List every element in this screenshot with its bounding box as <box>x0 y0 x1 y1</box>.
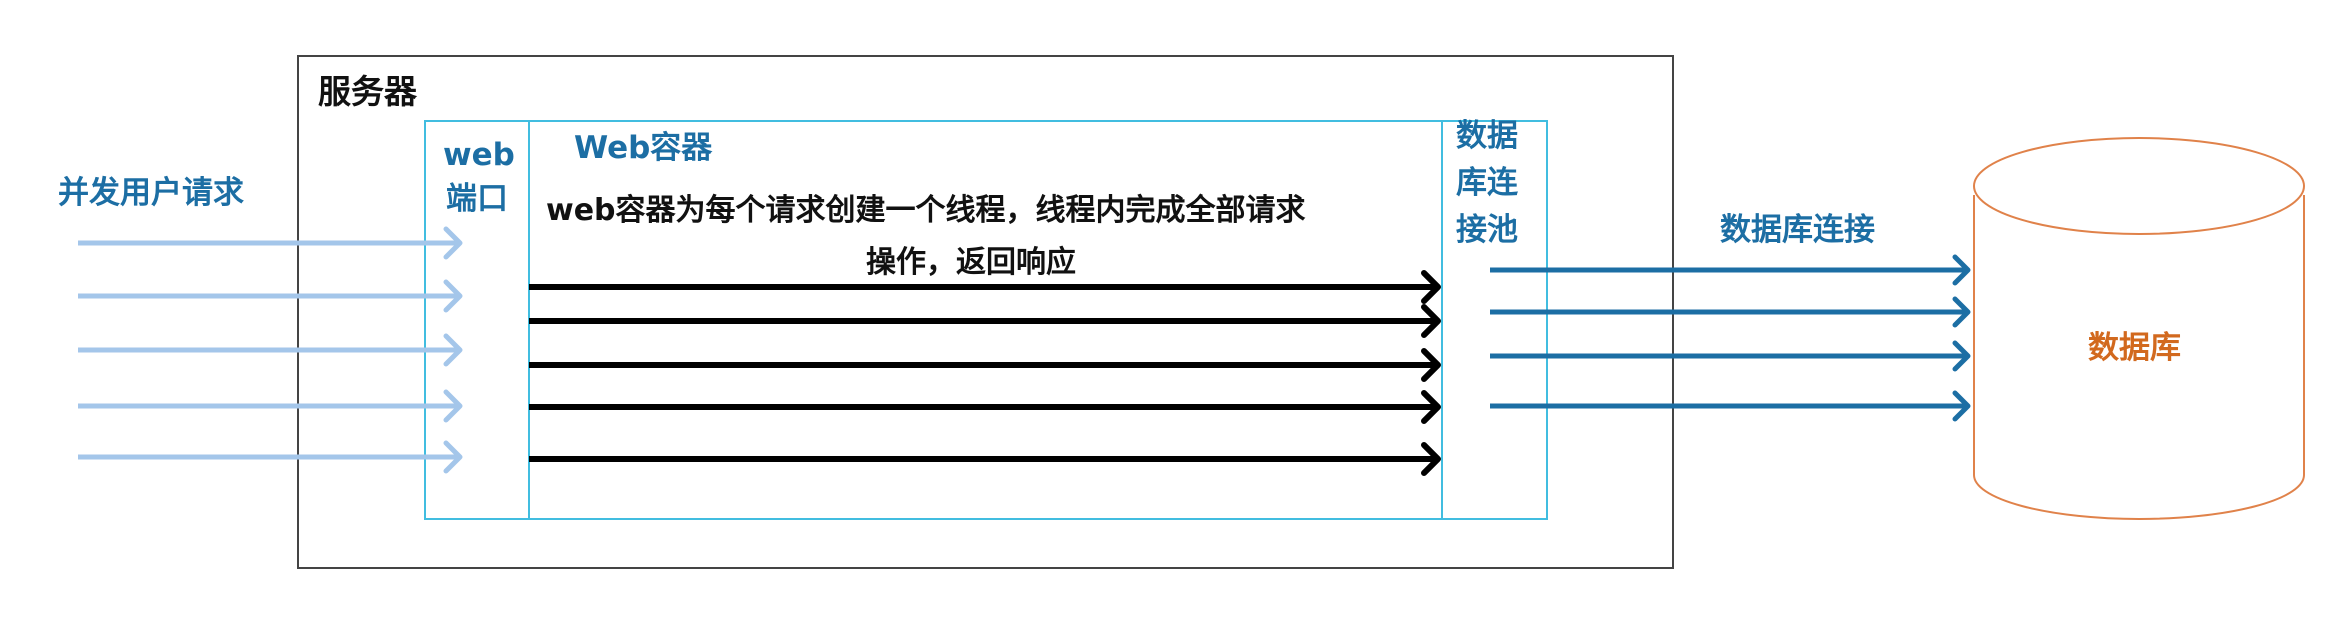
thread-arrow-4 <box>529 390 1441 424</box>
request-arrow-3 <box>78 333 463 367</box>
connection-pool-label-line3: 接池 <box>1456 212 1518 248</box>
thread-arrow-3 <box>529 348 1441 382</box>
db-connection-arrow-2 <box>1490 296 1971 328</box>
web-container-box <box>424 120 1548 520</box>
web-port-label-line2: 端口 <box>446 181 508 217</box>
thread-arrow-5 <box>529 442 1441 476</box>
database-cylinder <box>1973 137 2305 520</box>
db-connection-arrow-4 <box>1490 390 1971 422</box>
database-label: 数据库 <box>2088 330 2181 366</box>
thread-arrow-1 <box>529 270 1441 304</box>
web-container-description-line1: web容器为每个请求创建一个线程，线程内完成全部请求 <box>546 193 1306 228</box>
database-connection-label: 数据库连接 <box>1720 212 1875 248</box>
request-arrow-4 <box>78 389 463 423</box>
web-port-label-line1: web <box>443 137 515 173</box>
thread-arrow-2 <box>529 304 1441 338</box>
request-arrow-5 <box>78 440 463 474</box>
server-label: 服务器 <box>318 72 417 111</box>
db-connection-arrow-1 <box>1490 254 1971 286</box>
request-arrow-1 <box>78 226 463 260</box>
connection-pool-label-line1: 数据 <box>1456 118 1518 154</box>
connection-pool-label-line2: 库连 <box>1456 165 1518 201</box>
web-container-description-line2: 操作，返回响应 <box>866 245 1076 280</box>
concurrent-requests-label: 并发用户请求 <box>58 175 244 211</box>
db-connection-arrow-3 <box>1490 340 1971 372</box>
web-container-label: Web容器 <box>574 130 713 166</box>
request-arrow-2 <box>78 279 463 313</box>
